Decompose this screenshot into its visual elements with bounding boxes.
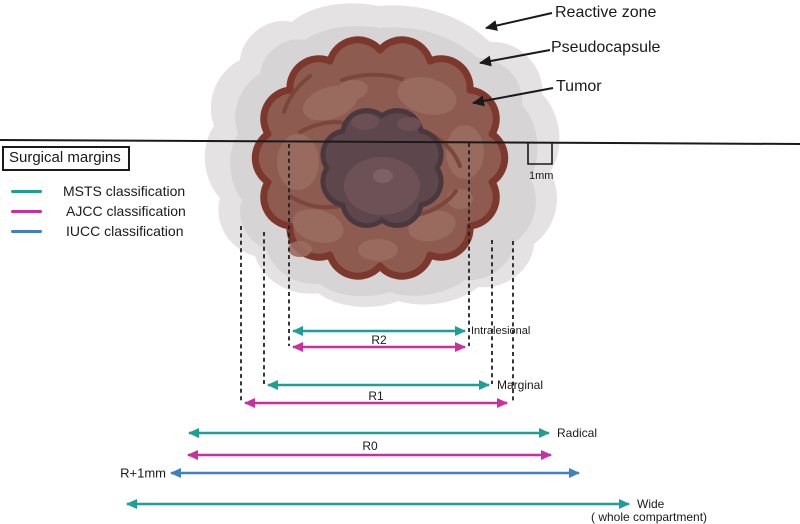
r2-label: R2 bbox=[371, 333, 387, 347]
iucc-label: IUCC classification bbox=[66, 223, 184, 239]
tumor-texture-streaks bbox=[282, 72, 462, 218]
intralesional-label: Intralesional bbox=[471, 325, 531, 337]
r-plus-1mm-label: R+1mm bbox=[120, 465, 166, 481]
margin-boundary-dashed-lines bbox=[240, 143, 514, 402]
tumor-illustration bbox=[204, 3, 560, 307]
scale-1mm-label: 1mm bbox=[529, 170, 554, 182]
legend-title-box: Surgical margins bbox=[2, 146, 130, 171]
marginal-label: Marginal bbox=[497, 378, 544, 392]
legend-item-ajcc: AJCC classification bbox=[11, 203, 186, 219]
tumor-core-highlights bbox=[344, 114, 421, 215]
scale-1mm-bracket bbox=[527, 143, 553, 165]
tumor-texture-lumps bbox=[277, 77, 484, 261]
iucc-color-swatch bbox=[11, 229, 42, 233]
legend-title: Surgical margins bbox=[9, 149, 121, 166]
tumor-pointer bbox=[472, 87, 554, 107]
legend-item-msts: MSTS classification bbox=[11, 183, 185, 199]
msts-label: MSTS classification bbox=[63, 183, 186, 199]
pseudocapsule-pointer bbox=[479, 49, 551, 67]
reactive-zone-label: Reactive zone bbox=[555, 4, 657, 21]
annotation-pointer-arrows bbox=[472, 12, 554, 107]
r0-label: R0 bbox=[362, 439, 378, 453]
tumor-label: Tumor bbox=[556, 78, 602, 95]
pseudocapsule-label: Pseudocapsule bbox=[551, 39, 661, 56]
wide-sublabel: ( whole compartment) bbox=[591, 510, 708, 524]
wide-label: Wide bbox=[637, 497, 665, 511]
resection-plane-line bbox=[0, 139, 800, 145]
reactive-zone-pointer bbox=[485, 12, 553, 31]
radical-label: Radical bbox=[557, 426, 598, 440]
r1-label: R1 bbox=[368, 389, 384, 403]
msts-color-swatch bbox=[11, 189, 42, 193]
ajcc-color-swatch bbox=[11, 209, 42, 213]
ajcc-label: AJCC classification bbox=[66, 203, 186, 219]
legend-item-iucc: IUCC classification bbox=[11, 223, 183, 239]
margin-span-arrows bbox=[126, 326, 630, 509]
